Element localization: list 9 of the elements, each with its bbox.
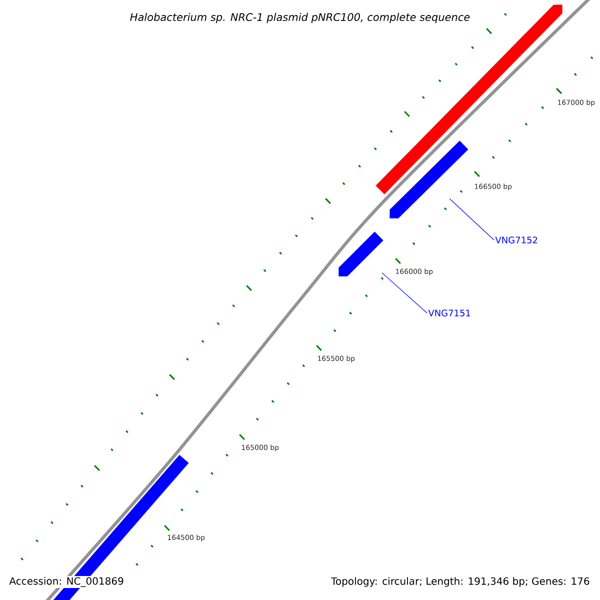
gene-label: VNG7151 bbox=[428, 310, 470, 316]
title: Halobacterium sp. NRC-1 plasmid pNRC100, complete sequence bbox=[128, 12, 472, 24]
gene-arrow bbox=[338, 232, 384, 276]
footer-text: Accession: NC_001869 bbox=[8, 576, 125, 588]
footer-text: Topology: circular; Length: 191,346 bp; Genes: 176 bbox=[330, 576, 591, 588]
leader-line bbox=[449, 198, 494, 240]
gene-label: VNG7152 bbox=[495, 236, 538, 244]
leader-line bbox=[382, 272, 428, 314]
gene-arrow bbox=[390, 140, 468, 218]
